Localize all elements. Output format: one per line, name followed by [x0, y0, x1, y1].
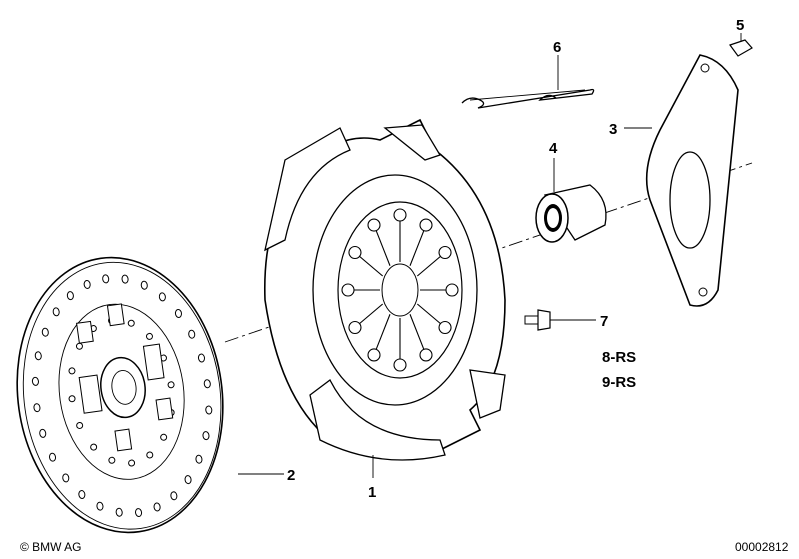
- diaphragm-finger: [374, 227, 391, 266]
- rivet-hole: [145, 332, 153, 340]
- finger-tip: [348, 245, 362, 260]
- rivet-hole: [197, 353, 206, 363]
- callout-7: 7: [600, 313, 608, 330]
- rivet-hole: [128, 459, 136, 467]
- finger-tip: [445, 283, 459, 297]
- rivet-hole: [203, 379, 211, 389]
- finger-tip: [438, 245, 452, 260]
- diaphragm-finger: [374, 314, 391, 353]
- callout-6: 6: [553, 39, 561, 56]
- diaphragm-finger: [416, 253, 444, 277]
- pivot-pin[interactable]: [729, 39, 753, 57]
- rivet-hole: [96, 501, 104, 511]
- diaphragm-finger: [356, 303, 384, 327]
- diaphragm-finger: [409, 314, 426, 353]
- rivet-hole: [52, 307, 60, 317]
- rivet-hole: [174, 309, 182, 318]
- retaining-spring[interactable]: [461, 88, 595, 109]
- finger-tip: [367, 218, 381, 232]
- rivet-hole: [121, 274, 129, 284]
- rivet-hole: [115, 507, 123, 517]
- rivet-hole: [170, 491, 178, 501]
- rivet-hole: [184, 475, 192, 485]
- release-bearing[interactable]: [535, 184, 607, 243]
- finger-tip: [367, 348, 381, 362]
- rivet-hole: [153, 502, 161, 512]
- rivet-hole: [78, 490, 86, 500]
- rivet-hole: [48, 452, 57, 462]
- rivet-hole: [68, 395, 76, 403]
- finger-tip: [438, 320, 452, 335]
- leader-lines: [238, 33, 742, 478]
- rivet-hole: [202, 431, 210, 441]
- rivet-hole: [108, 456, 116, 464]
- rivet-hole: [158, 292, 166, 302]
- rivet-hole: [127, 319, 135, 327]
- rivet-hole: [167, 381, 175, 389]
- rivet-hole: [140, 280, 148, 290]
- diaphragm-finger: [409, 227, 426, 266]
- hex-bolt[interactable]: [524, 309, 551, 331]
- clutch-disc[interactable]: [0, 244, 240, 546]
- diaphragm-finger: [356, 253, 384, 277]
- callout-8: 8-RS: [602, 349, 636, 366]
- rivet-hole: [90, 443, 98, 451]
- finger-tip: [419, 218, 433, 232]
- rivet-hole: [83, 279, 91, 289]
- rivet-hole: [160, 433, 168, 441]
- rivet-hole: [102, 274, 110, 284]
- finger-tip: [393, 208, 407, 222]
- rivet-hole: [41, 327, 49, 337]
- rivet-hole: [146, 451, 154, 459]
- copyright-label: © BMW AG: [20, 540, 82, 554]
- diagram-number: 00002812: [735, 540, 789, 554]
- finger-tip: [393, 358, 407, 372]
- rivet-hole: [135, 508, 143, 518]
- callout-9: 9-RS: [602, 374, 636, 391]
- rivet-hole: [76, 421, 84, 429]
- release-fork[interactable]: [645, 54, 739, 307]
- rivet-hole: [195, 454, 203, 464]
- rivet-hole: [68, 367, 76, 375]
- callout-3: 3: [609, 121, 617, 138]
- rivet-hole: [31, 376, 39, 386]
- rivet-hole: [62, 473, 70, 483]
- rivet-hole: [205, 405, 213, 415]
- callout-5: 5: [736, 17, 744, 34]
- rivet-hole: [75, 342, 83, 350]
- rivet-hole: [66, 291, 74, 301]
- callout-4: 4: [549, 140, 558, 157]
- rivet-hole: [188, 329, 196, 339]
- rivet-hole: [34, 351, 42, 361]
- rivet-hole: [39, 428, 47, 438]
- finger-tip: [419, 348, 433, 362]
- pressure-plate[interactable]: [263, 118, 506, 461]
- callout-2: 2: [287, 467, 295, 484]
- finger-tip: [341, 283, 355, 297]
- rivet-hole: [33, 403, 41, 413]
- finger-tip: [348, 320, 362, 335]
- diaphragm-finger: [416, 303, 444, 327]
- callout-1: 1: [368, 484, 376, 501]
